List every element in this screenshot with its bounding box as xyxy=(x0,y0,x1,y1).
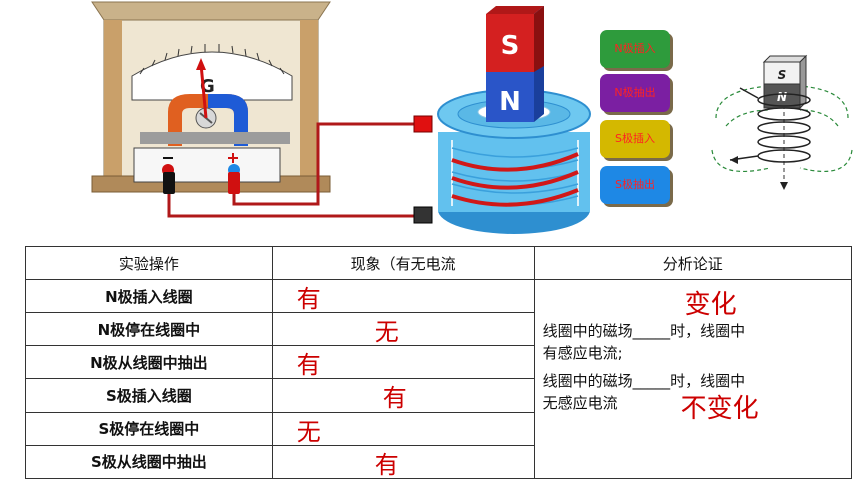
button-n-insert-label: N极插入 xyxy=(614,42,656,55)
analysis-line-4: 无感应电流 xyxy=(542,394,618,412)
row-result-cell: 有 xyxy=(271,345,535,380)
analysis-line-3: 线圈中的磁场_____时，线圈中 xyxy=(542,372,746,390)
analysis-answer-2: 不变化 xyxy=(680,394,759,424)
row-result: 有 xyxy=(382,384,407,413)
circuit-wires xyxy=(167,122,418,218)
row-result-cell: 无 xyxy=(271,411,535,446)
button-s-insert[interactable]: S极插入 xyxy=(600,120,670,158)
row-operation: S极停在线圈中 xyxy=(25,411,273,446)
header-operation: 实验操作 xyxy=(25,246,273,280)
row-result: 有 xyxy=(374,450,399,479)
analysis-answer-1: 变化 xyxy=(684,290,737,320)
galvanometer: G xyxy=(91,1,331,194)
galvanometer-needle xyxy=(199,63,208,119)
row-result: 无 xyxy=(296,417,321,446)
row-result: 无 xyxy=(374,318,399,347)
analysis-cell: 变化 线圈中的磁场_____时，线圈中 有感应电流; 线圈中的磁场_____时，… xyxy=(533,279,853,479)
button-n-insert[interactable]: N极插入 xyxy=(600,30,670,68)
field-diagram: S N xyxy=(711,54,853,190)
header-phenomenon: 现象（有无电流 xyxy=(271,246,535,280)
table-row: S极停在线圈中 无 xyxy=(25,411,852,446)
button-n-extract[interactable]: N极抽出 xyxy=(600,74,670,112)
row-operation: N极停在线圈中 xyxy=(25,312,273,347)
row-operation: N极从线圈中抽出 xyxy=(25,345,273,380)
row-result: 有 xyxy=(296,351,321,380)
analysis-line-2: 有感应电流; xyxy=(542,344,623,362)
apparatus-scene: G xyxy=(91,1,853,234)
analysis-line-1: 线圈中的磁场_____时，线圈中 xyxy=(542,322,746,340)
field-diagram-top-pole: S xyxy=(778,68,787,82)
field-diagram-bottom-pole: N xyxy=(777,90,787,104)
table-row: S极插入线圈 有 xyxy=(25,378,852,413)
bar-magnet: S N xyxy=(486,6,544,122)
row-operation: N极插入线圈 xyxy=(25,278,273,314)
table-row: S极从线圈中抽出 有 xyxy=(25,444,852,480)
row-result: 有 xyxy=(296,285,321,313)
row-result-cell: 有 xyxy=(271,278,535,314)
button-n-extract-label: N极抽出 xyxy=(614,86,656,99)
row-operation: S极插入线圈 xyxy=(25,378,273,413)
row-result-cell: 有 xyxy=(271,444,535,480)
table-row: N极停在线圈中 无 xyxy=(25,312,852,347)
button-s-extract[interactable]: S极抽出 xyxy=(600,166,670,204)
coil xyxy=(437,89,591,234)
magnet-pole-top: S xyxy=(501,31,520,61)
row-result-cell: 有 xyxy=(271,378,535,413)
button-s-extract-label: S极抽出 xyxy=(615,178,655,191)
row-operation: S极从线圈中抽出 xyxy=(25,444,273,480)
experiment-table: 实验操作 现象（有无电流 分析论证 N极插入线圈 有 变化 线圈中的磁场____… xyxy=(25,246,853,480)
table-row: N极插入线圈 有 变化 线圈中的磁场_____时，线圈中 有感应电流; 线圈中的… xyxy=(25,278,853,479)
row-result-cell: 无 xyxy=(271,312,535,347)
table-header-row: 实验操作 现象（有无电流 分析论证 xyxy=(25,246,853,280)
button-s-insert-label: S极插入 xyxy=(615,132,655,145)
header-analysis: 分析论证 xyxy=(533,246,853,280)
magnet-pole-bottom: N xyxy=(499,87,521,117)
